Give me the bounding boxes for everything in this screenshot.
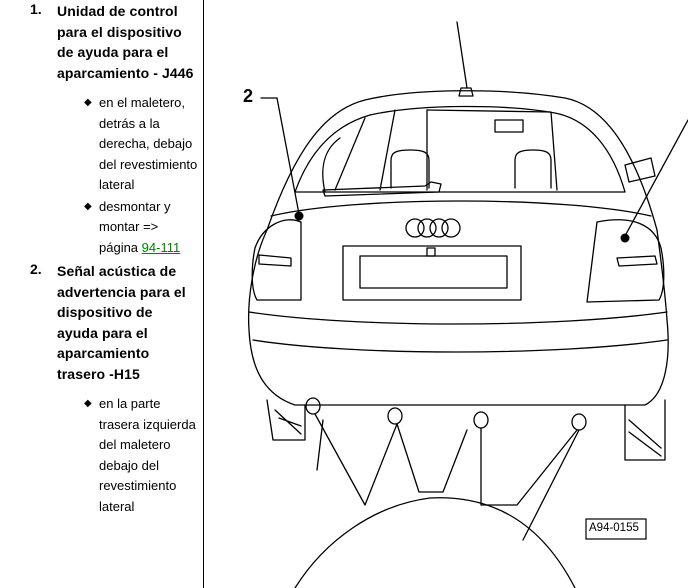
side-mirror [624, 157, 656, 183]
roof-outline [266, 90, 658, 231]
diamond-bullet-icon: ◆ [84, 398, 92, 409]
detection-zone [396, 423, 468, 493]
subitem-text: en la parte trasera izquierda del malete… [99, 396, 196, 514]
list-item: ◆ desmontar y montar => página 94-111 [84, 197, 199, 259]
step-2: 2. Señal acústica de advertencia para el… [0, 261, 203, 517]
badge-ring [417, 218, 437, 238]
rear-window [294, 105, 626, 193]
badge-ring [429, 218, 449, 238]
headrest-right [514, 149, 552, 189]
step-number: 1. [30, 1, 42, 17]
parking-sensor [387, 407, 403, 425]
tail-light-left [251, 219, 302, 301]
step-title: Señal acústica de advertencia para el di… [57, 263, 186, 382]
detection-arc [294, 497, 576, 588]
step-1: 1. Unidad de control para el dispositivo… [0, 0, 203, 258]
plate-recess [342, 245, 522, 301]
list-item: ◆ en la parte trasera izquierda del male… [84, 394, 199, 517]
step-number: 2. [30, 261, 42, 277]
diamond-bullet-icon: ◆ [84, 200, 92, 212]
badge-ring [441, 218, 461, 238]
body-outline [248, 229, 669, 406]
callout-dot [620, 233, 630, 243]
page-link[interactable]: 94-111 [141, 239, 181, 255]
callout-number: 2 [243, 86, 254, 106]
headrest-left [390, 149, 430, 189]
wheel-left [266, 399, 306, 441]
subitem-text: desmontar y montar => página [99, 198, 171, 255]
antenna [456, 21, 468, 89]
rear-wiper [322, 181, 442, 197]
parking-sensor [571, 413, 587, 431]
tail-light-right [586, 219, 665, 303]
wheel-right [624, 399, 666, 461]
figure-id-box [585, 518, 647, 540]
callout-leader [624, 119, 688, 237]
detection-zone [314, 413, 398, 506]
diamond-bullet-icon: ◆ [84, 97, 92, 108]
callout-leader [260, 97, 300, 215]
subitem-text: en el maletero, detrás a la derecha, deb… [99, 95, 198, 192]
list-item: ◆ en el maletero, detrás a la derecha, d… [84, 93, 199, 196]
badge-ring [405, 218, 425, 238]
step-title: Unidad de control para el dispositivo de… [57, 3, 194, 81]
parking-sensor [305, 397, 321, 415]
license-plate [359, 255, 508, 289]
callout-dot [294, 211, 304, 221]
instructions-column: 1. Unidad de control para el dispositivo… [0, 0, 204, 588]
detection-zone [480, 427, 578, 506]
figure-id: A94-0155 [589, 522, 639, 534]
car-rear-diagram: 2 A94-0155 [205, 0, 688, 588]
parking-sensor [473, 411, 489, 429]
car-rear-illustration [248, 21, 688, 588]
detection-zone [522, 429, 580, 541]
